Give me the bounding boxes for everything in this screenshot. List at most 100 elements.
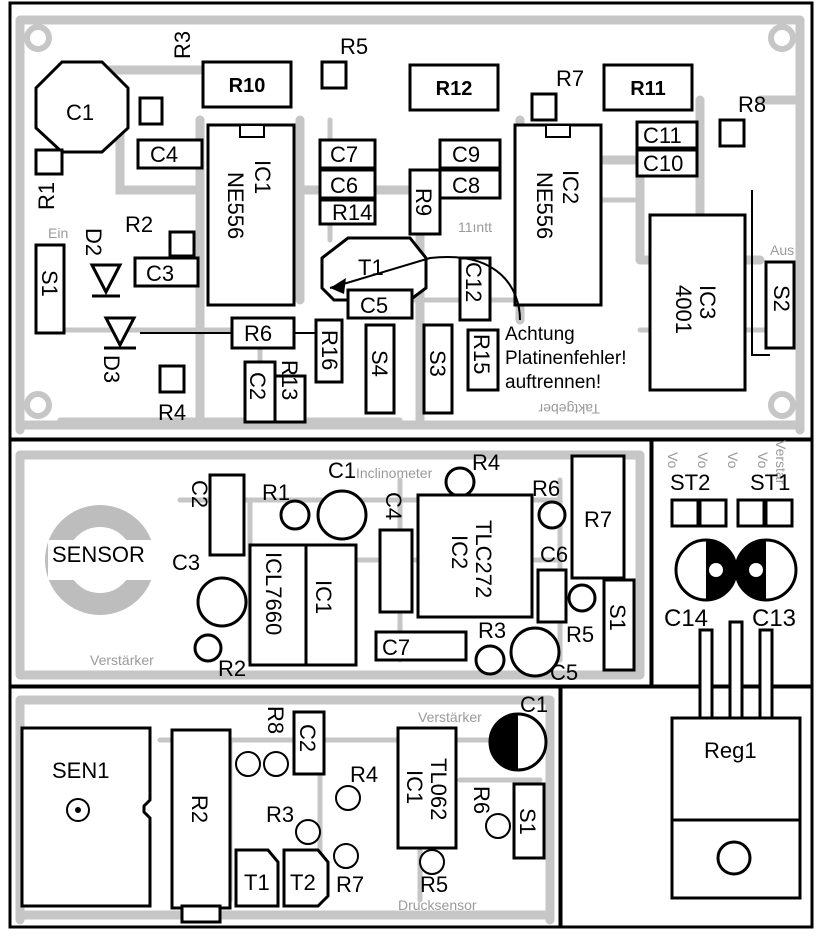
panel-pressure-sensor-board: SEN1 R2 R8 C2 R4 R3 R7 T1 T2 IC1 TL062 C… (8, 685, 562, 929)
label-c2-mid: C2 (187, 480, 212, 508)
label-r14: R14 (332, 200, 372, 225)
resistor-r14 (318, 198, 377, 226)
ic2-notch (545, 124, 571, 138)
label-r2-mid: R2 (218, 656, 246, 681)
resistor-r16 (314, 318, 344, 384)
label-r11: R11 (630, 78, 666, 100)
pad-r8 (718, 118, 746, 148)
pad-r4 (158, 364, 186, 394)
pad-r4-mid (444, 466, 476, 498)
label-c4: C4 (150, 142, 178, 167)
panel-timer-board: R10 R12 R11 R5 R3 R7 R8 C1 R1 C4 IC1 NE5… (8, 1, 814, 441)
ghost-label-inclinometer: Inclinometer (356, 465, 433, 481)
reg1-leg-2 (728, 620, 744, 722)
label-c1-bottom: C1 (520, 692, 548, 717)
ic3-package (648, 213, 747, 392)
connector-st1-pin2 (764, 498, 794, 528)
ic1-mid-part: ICL7660 (261, 552, 286, 635)
note-line-1: Achtung (505, 324, 575, 345)
ghost-label-verstaerker-mid: Verstärker (90, 652, 154, 668)
label-r12: R12 (436, 78, 473, 100)
label-c3: C3 (146, 261, 174, 286)
label-c2-top: C2 (245, 372, 270, 400)
capacitor-c2-bottom (292, 710, 326, 776)
switch-s1-top (34, 243, 66, 335)
label-c7: C7 (330, 142, 358, 167)
diode-d3 (103, 316, 137, 349)
label-r3: R3 (170, 31, 195, 59)
ic1-notch (239, 124, 265, 138)
label-c13: C13 (752, 605, 796, 632)
label-r7: R7 (556, 66, 584, 91)
capacitor-c5 (346, 288, 414, 320)
label-c14: C14 (664, 605, 708, 632)
capacitor-c7-mid (374, 630, 468, 662)
reg1-leg-3 (758, 628, 774, 722)
label-c11: C11 (643, 123, 682, 148)
ghost-label-vo-4: Vo (755, 452, 771, 469)
switch-s4 (364, 323, 396, 415)
panel-inclinometer-board: SENSOR C2 R1 C1 C3 R2 Verstärker IC1 ICL… (8, 438, 653, 688)
label-sensor: SENSOR (52, 542, 145, 567)
capacitor-c5-mid (509, 626, 561, 678)
ic3-name: IC3 (695, 285, 720, 319)
label-s1-mid: S1 (605, 604, 630, 631)
label-c1: C1 (66, 100, 94, 125)
label-t2-bottom: T2 (290, 870, 316, 895)
note-line-2: Platinenfehler! (505, 348, 626, 369)
capacitor-c6-mid (536, 568, 568, 624)
note-arrow-head (330, 278, 346, 294)
capacitor-c9 (438, 138, 502, 170)
resistor-r2-adjust (180, 904, 222, 924)
ic1-bottom-name: IC1 (402, 770, 427, 804)
label-r4-bottom: R4 (350, 762, 378, 787)
label-r4-mid: R4 (472, 450, 500, 475)
label-c9: C9 (452, 142, 480, 167)
label-c5: C5 (360, 293, 388, 318)
resistor-r9 (408, 168, 442, 236)
ghost-label-taktgeber: Taktgeber (538, 401, 600, 417)
label-r2: R2 (125, 212, 153, 237)
ghost-label-verstaerker-bottom: Verstärker (418, 709, 482, 725)
switch-s3 (422, 323, 454, 415)
label-r10: R10 (229, 75, 266, 97)
label-c10: C10 (643, 151, 683, 176)
label-c6-mid: C6 (540, 542, 568, 567)
resistor-r2-bottom (170, 728, 232, 910)
regulator-reg1-body (670, 716, 802, 822)
panel-reg1-board: Reg1 (559, 620, 814, 929)
label-st1: ST1 (750, 470, 790, 495)
resistor-r10 (201, 60, 293, 109)
label-r5-bottom: R5 (420, 872, 448, 897)
capacitor-c3-mid (196, 576, 248, 628)
transistor-t2-bottom (282, 848, 330, 908)
label-d2: D2 (81, 228, 106, 256)
switch-s1-mid (602, 578, 636, 672)
resistor-r7-mid (570, 454, 626, 580)
connector-st1-pin1 (736, 498, 766, 528)
label-s3: S3 (425, 350, 450, 377)
label-c1-mid: C1 (328, 458, 356, 483)
label-d3: D3 (99, 355, 124, 383)
pad-r5 (320, 60, 348, 90)
label-c8: C8 (452, 173, 480, 198)
connector-st2-pin1 (670, 498, 700, 528)
label-c12: C12 (461, 262, 486, 302)
label-r6: R6 (244, 321, 272, 346)
pad-r7 (530, 92, 558, 122)
label-c7-mid: C7 (382, 635, 410, 660)
ghost-label-aus: Aus (770, 242, 794, 258)
ic1-part: NE556 (223, 172, 248, 239)
switch-s1-bottom (512, 782, 546, 860)
pad-r6-bottom (485, 813, 511, 839)
capacitor-c7 (318, 138, 377, 170)
panel-regulator-board: Vo Vo Vo Vo Verstär ST2 ST1 C14 C13 (650, 438, 814, 688)
resistor-r15 (466, 328, 500, 392)
ic2-mid-part: TLC272 (471, 520, 496, 598)
ghost-label-ein: Ein (48, 225, 68, 241)
label-c5-mid: C5 (550, 660, 578, 685)
pad-r8-a (235, 751, 261, 777)
capacitor-c12 (458, 256, 492, 322)
pad-r3-mid (474, 644, 506, 676)
capacitor-c10 (635, 148, 699, 178)
